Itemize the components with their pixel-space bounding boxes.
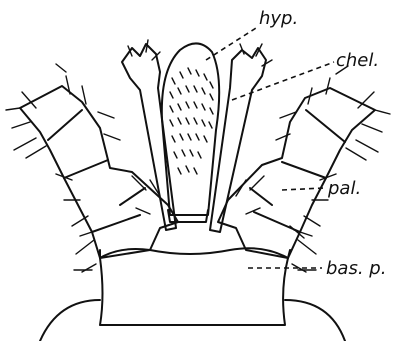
hypostome-denticles xyxy=(170,68,213,174)
setae xyxy=(6,64,390,272)
right-chelicera-digits xyxy=(240,44,272,66)
palp-label: pal. xyxy=(327,178,361,199)
palp-leader xyxy=(282,188,324,190)
chelicera-leader xyxy=(232,62,334,100)
hypostome-label: hyp. xyxy=(259,8,298,29)
scutum-edge xyxy=(40,300,345,341)
right-palp xyxy=(218,88,375,258)
right-palp-segments xyxy=(250,110,345,232)
basis-capituli xyxy=(100,248,288,325)
chelicera-label: chel. xyxy=(336,50,379,71)
basis-label: bas. p. xyxy=(326,258,386,279)
